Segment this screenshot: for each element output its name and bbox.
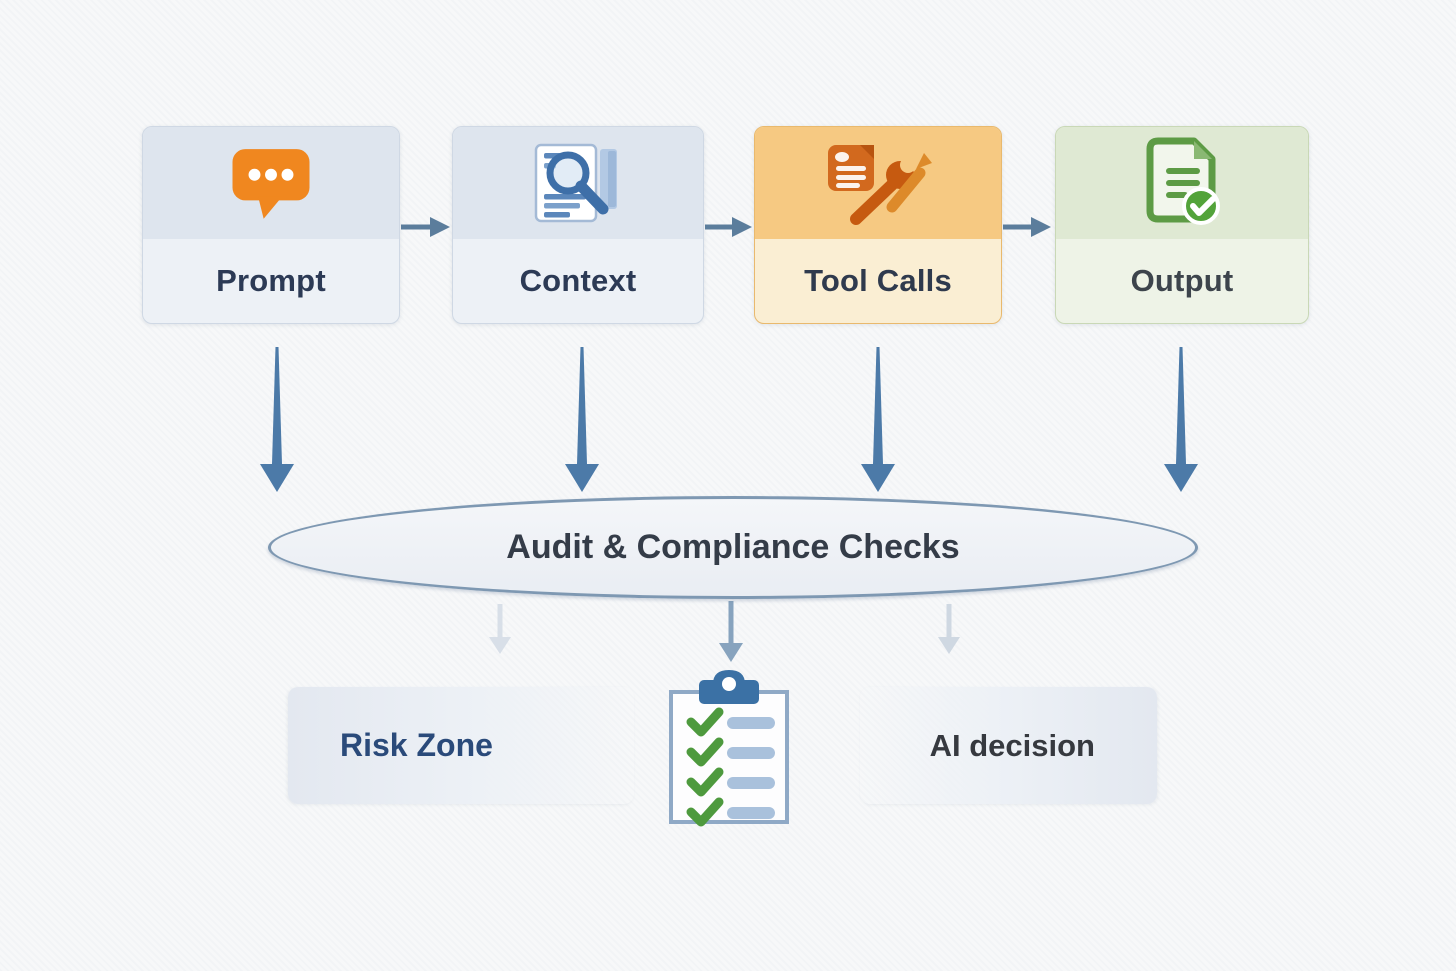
tools-icon <box>828 145 932 225</box>
stage-prompt-icon-area <box>143 127 399 239</box>
stage-output-label: Output <box>1130 263 1234 298</box>
arrow-right-toolcalls-to-output <box>1003 217 1051 237</box>
arrow-down-ai-decision <box>938 604 960 654</box>
stage-context: Context <box>452 126 704 324</box>
arrow-down-context <box>565 347 599 492</box>
stage-output: Output <box>1055 126 1309 324</box>
document-search-icon <box>534 143 617 223</box>
stage-toolcalls-icon-area <box>755 127 1001 239</box>
stage-context-icon-area <box>453 127 703 239</box>
checklist-row <box>686 737 775 767</box>
audit-compliance-label: Audit & Compliance Checks <box>506 528 960 566</box>
document-check-icon <box>1146 137 1220 225</box>
ai-decision-box: AI decision <box>860 687 1157 804</box>
arrow-down-toolcalls <box>861 347 895 492</box>
stage-toolcalls-label: Tool Calls <box>804 263 952 298</box>
arrow-down-checklist <box>719 601 743 662</box>
risk-zone-box: Risk Zone <box>288 687 634 804</box>
stage-prompt: Prompt <box>142 126 400 324</box>
checklist-row <box>686 797 775 827</box>
stage-toolcalls: Tool Calls <box>754 126 1002 324</box>
stage-output-icon-area <box>1056 127 1308 239</box>
audit-compliance-pill: Audit & Compliance Checks <box>268 496 1198 599</box>
arrow-right-prompt-to-context <box>401 217 450 237</box>
stage-context-label: Context <box>519 263 637 298</box>
arrow-down-prompt <box>260 347 294 492</box>
checklist-row <box>686 767 775 797</box>
arrow-right-context-to-toolcalls <box>705 217 752 237</box>
checklist-clipboard-icon <box>669 670 789 827</box>
checklist-row <box>686 707 775 737</box>
arrow-down-risk-zone <box>489 604 511 654</box>
chat-bubble-icon <box>232 149 310 219</box>
arrow-down-output <box>1164 347 1198 492</box>
stage-prompt-label: Prompt <box>216 263 326 298</box>
ai-decision-label: AI decision <box>929 727 1095 763</box>
risk-zone-label: Risk Zone <box>340 727 493 763</box>
